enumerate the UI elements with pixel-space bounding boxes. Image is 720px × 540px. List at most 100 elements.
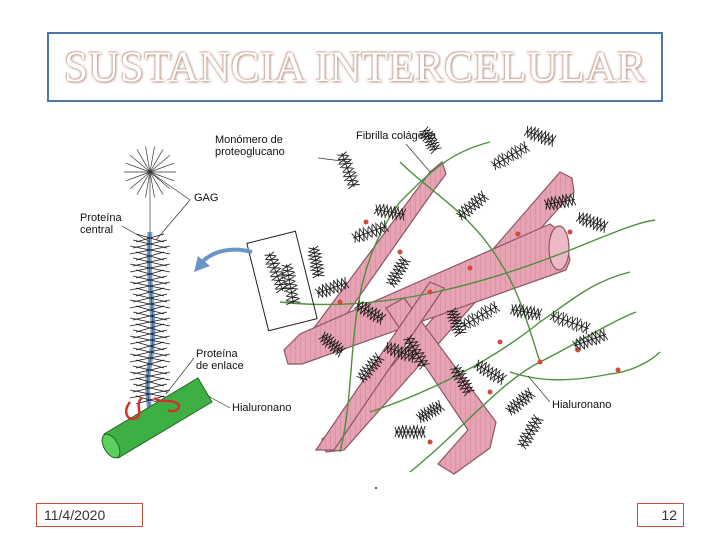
tuft-bristle bbox=[275, 280, 286, 289]
pointer-hyaluronan-right bbox=[527, 375, 551, 403]
tuft-bristle bbox=[596, 216, 599, 232]
tuft-bristle bbox=[401, 424, 407, 440]
gag-tuft bbox=[509, 303, 543, 321]
tuft-bristle bbox=[390, 206, 394, 219]
tuft-bristle bbox=[286, 293, 299, 301]
starburst-ray bbox=[136, 171, 151, 195]
tuft-bristle bbox=[584, 336, 592, 346]
tuft-bristle bbox=[430, 141, 438, 152]
tuft-bristle bbox=[533, 126, 536, 142]
core-bristle bbox=[135, 395, 165, 405]
slide-page-number: 12 bbox=[661, 507, 677, 523]
gag-tuft bbox=[517, 414, 544, 450]
core-bristle bbox=[135, 305, 165, 315]
tuft-bristle bbox=[517, 443, 528, 447]
core-bristle bbox=[129, 281, 171, 291]
tuft-bristle bbox=[405, 426, 411, 438]
core-bristle bbox=[132, 257, 168, 267]
tuft-bristle bbox=[308, 249, 321, 257]
tuft-axis bbox=[454, 366, 470, 394]
tuft-bristle bbox=[507, 404, 519, 412]
tuft-bristle bbox=[507, 150, 518, 160]
core-bristle bbox=[135, 233, 165, 243]
hyaluronan-thread bbox=[509, 351, 661, 381]
gag-tuft bbox=[373, 203, 407, 221]
tuft-axis bbox=[573, 333, 607, 347]
hyaluronan-thread bbox=[369, 271, 631, 413]
tuft-bristle bbox=[310, 256, 321, 264]
zoom-arrow bbox=[200, 247, 253, 264]
gag-tuft bbox=[419, 126, 442, 155]
tuft-bristle bbox=[421, 128, 431, 139]
tuft-bristle bbox=[330, 338, 336, 352]
tuft-bristle bbox=[490, 302, 501, 312]
tuft-axis bbox=[352, 225, 388, 239]
tuft-bristle bbox=[550, 196, 559, 210]
link-protein bbox=[125, 396, 181, 421]
tuft-bristle bbox=[561, 312, 564, 327]
tuft-bristle bbox=[575, 338, 585, 349]
tuft-bristle bbox=[511, 304, 515, 316]
tuft-bristle bbox=[413, 424, 419, 440]
tuft-bristle bbox=[524, 389, 536, 398]
starburst-ray bbox=[149, 149, 164, 173]
tuft-bristle bbox=[599, 329, 609, 341]
gag-tuft bbox=[455, 190, 490, 221]
tuft-bristle bbox=[329, 282, 339, 293]
link-dot bbox=[427, 439, 433, 445]
gag-tuft bbox=[523, 126, 557, 147]
tuft-bristle bbox=[451, 364, 460, 374]
starburst-ray bbox=[125, 171, 151, 182]
tuft-bristle bbox=[509, 401, 522, 411]
tuft-bristle bbox=[518, 439, 531, 443]
tuft-bristle bbox=[328, 337, 333, 349]
tuft-bristle bbox=[312, 271, 325, 279]
tuft-bristle bbox=[426, 406, 437, 416]
core-bristle bbox=[129, 245, 171, 255]
pointer-monomer bbox=[317, 157, 351, 163]
starburst-ray bbox=[129, 155, 151, 173]
tuft-bristle bbox=[409, 425, 415, 439]
core-bristle bbox=[132, 347, 168, 357]
diagram-svg bbox=[101, 126, 661, 489]
tuft-bristle bbox=[404, 334, 413, 344]
tuft-bristle bbox=[310, 260, 323, 268]
tuft-bristle bbox=[417, 356, 425, 366]
tuft-bristle bbox=[526, 306, 530, 319]
tuft-bristle bbox=[515, 397, 528, 405]
tuft-bristle bbox=[337, 280, 346, 289]
link-dot bbox=[615, 367, 621, 373]
tuft-bristle bbox=[270, 267, 282, 277]
tuft-bristle bbox=[370, 358, 382, 363]
gag-tuft bbox=[446, 307, 467, 337]
tuft-bristle bbox=[398, 258, 411, 263]
core-bristle bbox=[129, 389, 171, 399]
tuft-bristle bbox=[392, 268, 406, 273]
tuft-axis bbox=[492, 145, 528, 167]
label-gag: GAG bbox=[194, 192, 219, 204]
tuft-bristle bbox=[284, 284, 298, 292]
tuft-bristle bbox=[314, 288, 323, 298]
tuft-bristle bbox=[308, 252, 322, 261]
label-monomer: Monómero de proteoglucano bbox=[215, 134, 285, 158]
link-dot bbox=[337, 299, 343, 305]
tuft-bristle bbox=[379, 204, 383, 217]
tuft-bristle bbox=[447, 310, 459, 319]
tuft-bristle bbox=[520, 142, 531, 152]
link-dot bbox=[487, 389, 493, 395]
tuft-bristle bbox=[326, 284, 335, 293]
tuft-axis bbox=[551, 314, 589, 330]
tuft-bristle bbox=[336, 343, 341, 355]
core-bristle bbox=[132, 365, 168, 375]
tuft-axis bbox=[390, 258, 406, 286]
tiny-dot bbox=[375, 487, 377, 489]
tuft-bristle bbox=[406, 337, 416, 348]
gag-tuft bbox=[572, 328, 609, 351]
tuft-axis bbox=[458, 194, 486, 218]
tuft-bristle bbox=[468, 200, 480, 209]
tuft-bristle bbox=[339, 159, 352, 169]
tuft-bristle bbox=[490, 366, 494, 380]
hyaluronan-thread bbox=[409, 311, 637, 473]
tuft-bristle bbox=[286, 289, 297, 296]
core-bristle bbox=[132, 383, 168, 393]
